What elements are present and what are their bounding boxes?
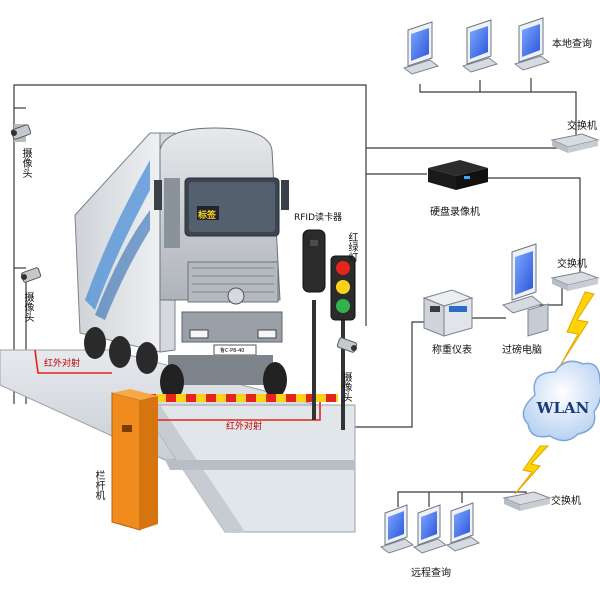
label-indicator: 称重仪表	[432, 345, 472, 356]
truck-cab-sign: 标签	[198, 211, 217, 221]
switch-top	[550, 133, 600, 153]
truck-plate: 鲁C·P8-40	[220, 348, 245, 354]
local-query-pcs	[402, 17, 551, 75]
label-rfid: RFID读卡器	[294, 213, 343, 223]
label-camera-right: 摄像头	[340, 372, 351, 402]
label-wlan: WLAN	[536, 399, 590, 417]
camera-right	[336, 337, 358, 353]
truck	[74, 127, 289, 400]
label-dvr: 硬盘录像机	[430, 207, 480, 218]
label-switch-top: 交换机	[567, 121, 597, 132]
switch-mid	[550, 271, 600, 291]
barrier-gate	[111, 389, 338, 531]
wlan-cloud	[522, 360, 600, 442]
label-ir-bottom: 红外对射	[226, 422, 263, 432]
label-traffic-light: 红绿灯	[346, 232, 357, 262]
label-remote-query: 远程查询	[411, 568, 451, 579]
label-weigh-pc: 过磅电脑	[502, 345, 542, 356]
label-switch-mid: 交换机	[557, 259, 587, 270]
switch-bottom	[502, 491, 552, 511]
label-local-query: 本地查询	[552, 39, 592, 50]
weighing-indicator	[422, 289, 474, 337]
traffic-light	[330, 255, 356, 430]
rfid-reader	[302, 229, 326, 420]
dvr-recorder	[428, 160, 488, 190]
label-camera-top: 摄像头	[20, 148, 31, 178]
label-camera-left: 摄像头	[22, 292, 33, 322]
network-wiring	[13, 78, 581, 507]
infrared-beams	[34, 349, 321, 421]
remote-query-pcs	[379, 502, 481, 554]
label-barrier: 栏杆机	[93, 470, 104, 500]
camera-left	[20, 267, 42, 283]
camera-top	[10, 124, 32, 142]
label-ir-left: 红外对射	[44, 359, 81, 369]
weighbridge-platform	[0, 349, 356, 533]
wireless-link-bolts	[514, 291, 595, 495]
label-switch-bottom: 交换机	[551, 496, 581, 507]
weigh-pc	[501, 243, 549, 337]
